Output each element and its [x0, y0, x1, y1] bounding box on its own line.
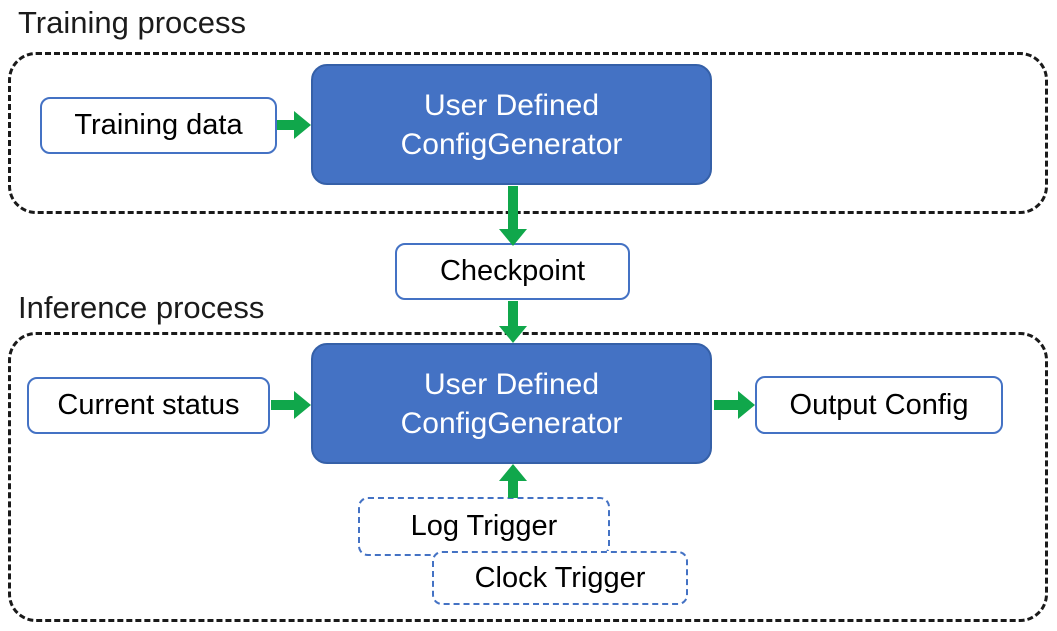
- arrow-down-icon: [499, 186, 527, 246]
- training-config-generator-box: User Defined ConfigGenerator: [311, 64, 712, 185]
- generator-label-line1: User Defined: [423, 88, 600, 122]
- inference-config-generator-box: User Defined ConfigGenerator: [311, 343, 712, 464]
- checkpoint-label: Checkpoint: [439, 255, 586, 287]
- checkpoint-box: Checkpoint: [395, 243, 630, 300]
- arrow-down-icon: [499, 301, 527, 343]
- arrow-right-icon: [277, 111, 311, 139]
- arrow-shaft: [508, 480, 518, 498]
- log-trigger-box: Log Trigger: [358, 497, 610, 556]
- clock-trigger-label: Clock Trigger: [474, 561, 646, 594]
- arrow-head: [294, 391, 311, 419]
- log-trigger-label: Log Trigger: [410, 510, 558, 542]
- arrow-head: [294, 111, 311, 139]
- arrow-head: [499, 326, 527, 343]
- output-config-label: Output Config: [789, 388, 969, 421]
- arrow-head: [499, 464, 527, 481]
- arrow-shaft: [271, 400, 295, 410]
- clock-trigger-box: Clock Trigger: [432, 551, 688, 605]
- arrow-head: [738, 391, 755, 419]
- arrow-right-icon: [271, 391, 311, 419]
- training-process-container: [8, 52, 1048, 214]
- generator-label-line2: ConfigGenerator: [400, 406, 623, 440]
- current-status-box: Current status: [27, 377, 270, 434]
- inference-process-container: [8, 332, 1048, 622]
- current-status-label: Current status: [57, 389, 240, 421]
- generator-label-line1: User Defined: [423, 367, 600, 401]
- training-process-title: Training process: [18, 5, 247, 40]
- arrow-shaft: [508, 186, 518, 230]
- output-config-box: Output Config: [755, 376, 1003, 434]
- generator-label-line2: ConfigGenerator: [400, 127, 623, 161]
- training-data-label: Training data: [74, 109, 243, 141]
- training-data-box: Training data: [40, 97, 277, 154]
- arrow-shaft: [508, 301, 518, 327]
- inference-process-title: Inference process: [18, 290, 265, 325]
- arrow-head: [499, 229, 527, 246]
- arrow-right-icon: [714, 391, 755, 419]
- arrow-up-icon: [499, 464, 527, 498]
- arrow-shaft: [277, 120, 295, 130]
- arrow-shaft: [714, 400, 739, 410]
